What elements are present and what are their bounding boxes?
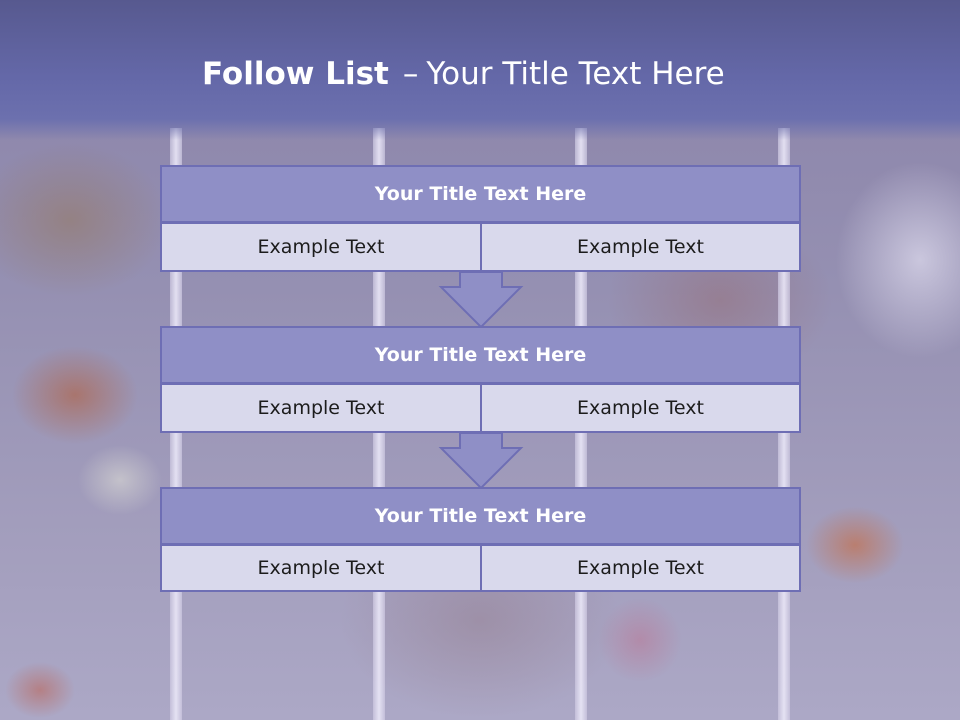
list-block: Your Title Text Here Example Text Exampl… <box>160 326 801 433</box>
block-cell-right[interactable]: Example Text <box>480 222 801 272</box>
block-cell-right[interactable]: Example Text <box>480 383 801 433</box>
list-block: Your Title Text Here Example Text Exampl… <box>160 165 801 272</box>
list-block: Your Title Text Here Example Text Exampl… <box>160 487 801 592</box>
slide-title: Follow List–Your Title Text Here <box>202 56 725 100</box>
block-heading[interactable]: Your Title Text Here <box>160 326 801 384</box>
down-arrow-icon <box>438 271 524 329</box>
block-cell-right[interactable]: Example Text <box>480 544 801 592</box>
down-arrow-icon <box>438 432 524 490</box>
block-heading[interactable]: Your Title Text Here <box>160 165 801 223</box>
block-cell-left[interactable]: Example Text <box>160 222 482 272</box>
block-heading[interactable]: Your Title Text Here <box>160 487 801 545</box>
block-cell-left[interactable]: Example Text <box>160 544 482 592</box>
header-band <box>0 0 960 140</box>
slide-title-strong: Follow List <box>202 56 389 92</box>
slide-title-rest: Your Title Text Here <box>426 56 725 92</box>
block-cell-left[interactable]: Example Text <box>160 383 482 433</box>
slide-title-dash: – <box>402 56 419 92</box>
